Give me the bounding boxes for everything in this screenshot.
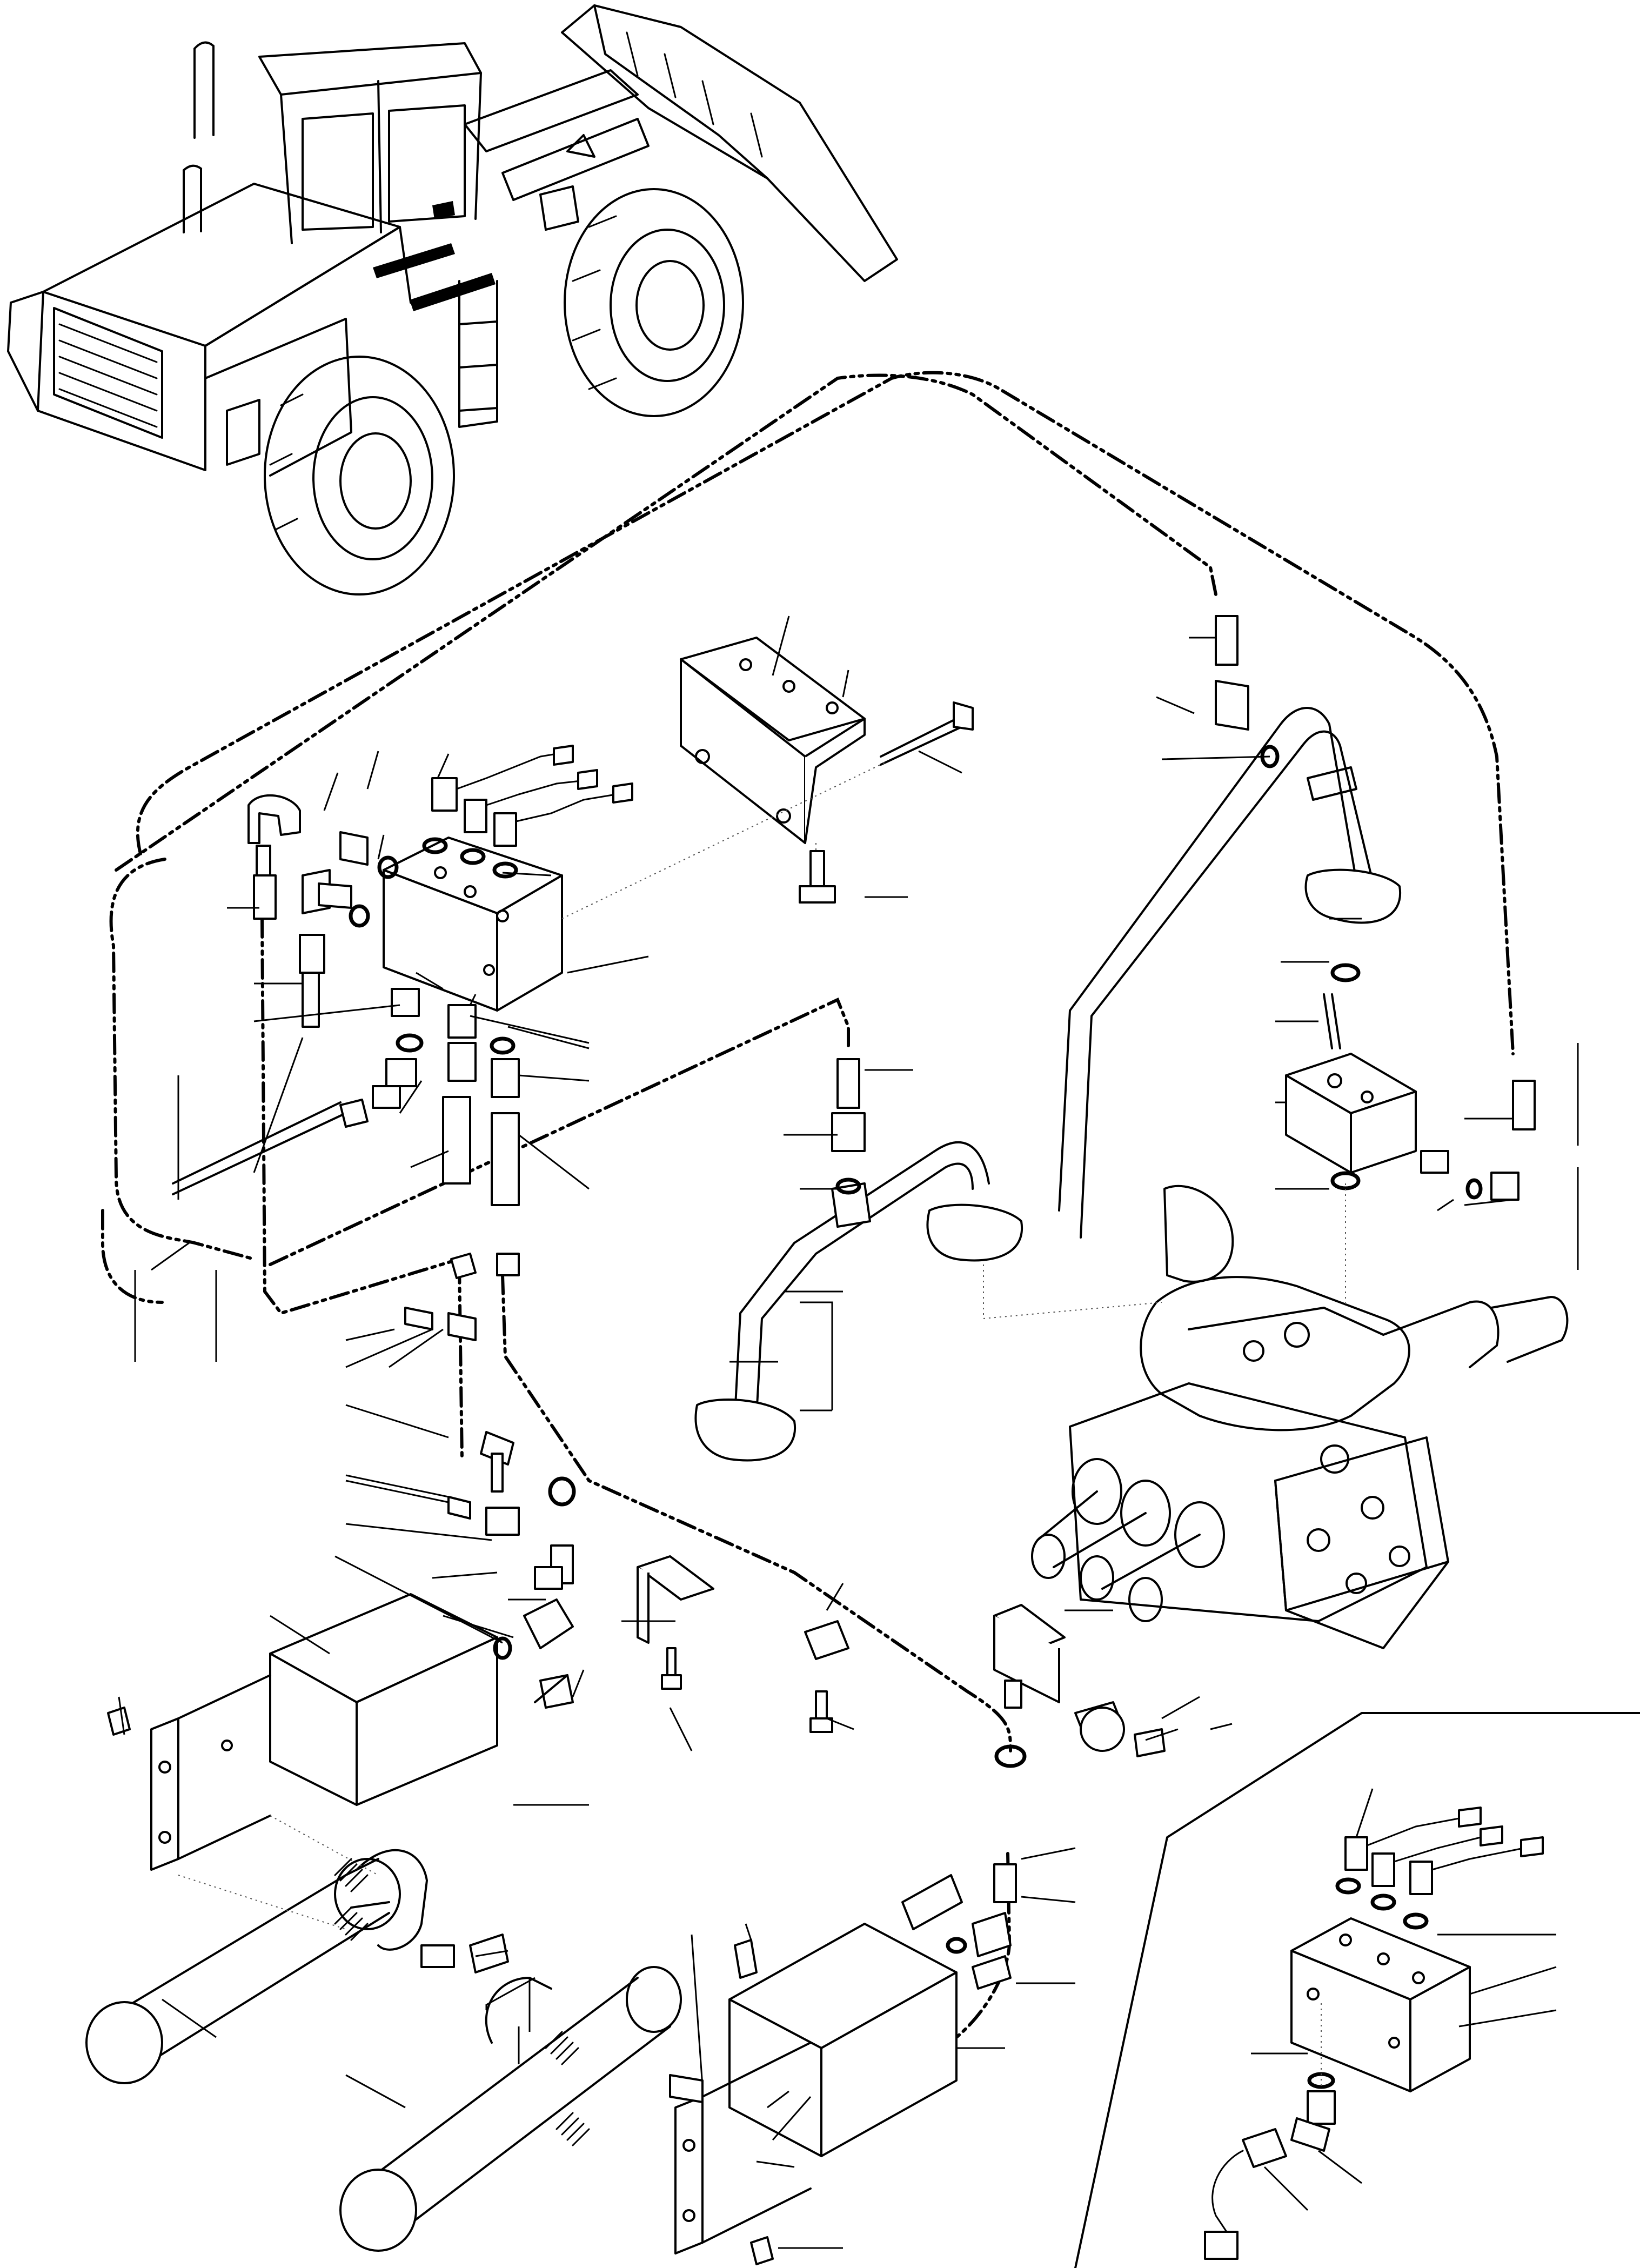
front-wheel	[564, 188, 744, 417]
hydraulic-hose-lines	[101, 371, 1515, 2039]
accumulator-assembly-left	[85, 1593, 574, 2084]
callout-leader-lines	[118, 615, 1579, 2249]
detail-inset	[1074, 1712, 1640, 2268]
grille	[53, 307, 163, 439]
valve-spools	[1031, 1458, 1225, 1622]
mounting-bracket	[561, 637, 974, 919]
valve-block-assembly	[172, 745, 633, 1206]
valve-bolts	[1243, 1322, 1410, 1594]
accumulator-assembly-right	[339, 1863, 1017, 2265]
hose-clamps	[404, 1253, 1166, 1768]
large-pipe-assembly	[1058, 615, 1536, 1283]
small-pipe-assembly	[694, 1058, 1023, 1462]
control-valve	[983, 1183, 1569, 1649]
wheel-loader-illustration	[7, 4, 898, 596]
bucket	[561, 4, 898, 282]
rear-wheel	[264, 356, 455, 596]
solenoid-valves	[431, 745, 633, 847]
